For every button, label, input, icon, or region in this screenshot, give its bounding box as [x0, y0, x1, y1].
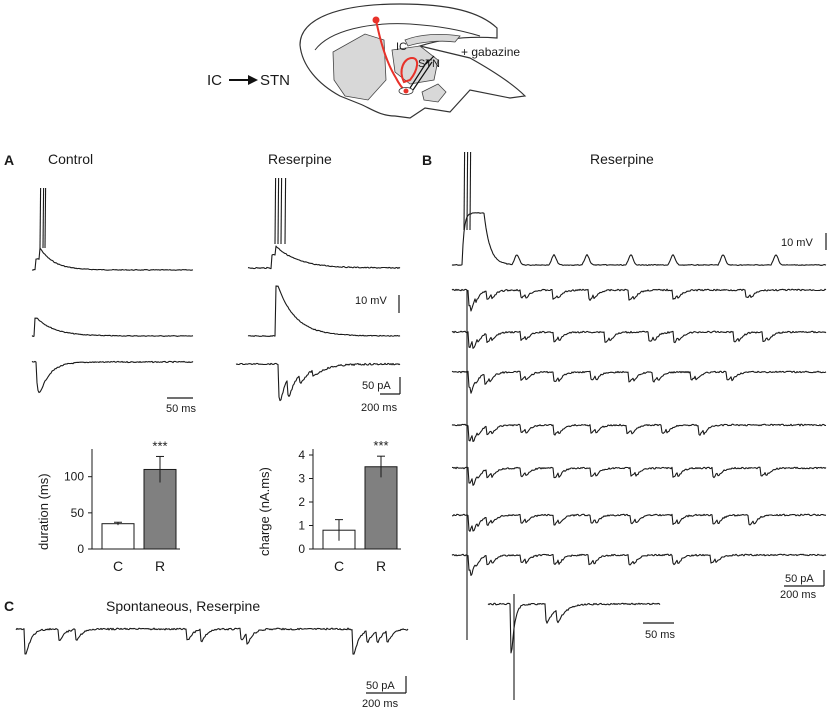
- a-reserpine-spike: [284, 177, 287, 245]
- pathway-source: IC: [207, 72, 222, 89]
- panel-a-reserpine-traces: [235, 177, 401, 402]
- a-control-spike: [42, 187, 45, 249]
- duration-category-label: R: [155, 558, 165, 574]
- duration-bar-C: [101, 523, 135, 550]
- tissue-corpus: [404, 33, 461, 47]
- panel-b-scalebars: 10 mV 50 pA 200 ms 50 ms: [643, 233, 827, 641]
- b-voltage-label: 10 mV: [781, 237, 813, 249]
- b-spike: [469, 151, 472, 231]
- b-inset-time-label: 50 ms: [645, 629, 675, 641]
- b-voltage-trace: [451, 212, 827, 266]
- panel-a-scalebars: 50 ms 10 mV 50 pA 200 ms: [166, 295, 401, 415]
- a-reserpine-time-label: 200 ms: [361, 402, 398, 414]
- tissue-small: [421, 83, 447, 103]
- ic-axon-loop: [400, 56, 418, 84]
- a-control-time-label: 50 ms: [166, 403, 196, 415]
- charge-bar-R: [364, 466, 398, 550]
- panel-c-trace: [15, 627, 409, 655]
- brain-schematic: IC STN + gabazine: [299, 3, 527, 119]
- duration-ytick-label: 50: [71, 506, 85, 520]
- duration-ytick-label: 100: [64, 470, 84, 484]
- a-control-spike: [44, 187, 47, 249]
- b-current-trace-4: [451, 423, 827, 443]
- tissue-large: [332, 33, 387, 101]
- panel-b-letter: B: [422, 152, 432, 168]
- charge-bar-chart: charge (nA.ms) 0 1 2 3 4C R ***: [257, 438, 401, 574]
- a-reserpine-spike: [274, 177, 277, 245]
- panel-c-title: Spontaneous, Reserpine: [106, 598, 260, 614]
- charge-ytick-label: 1: [298, 519, 305, 533]
- c-spontaneous-trace: [15, 627, 409, 655]
- a-control-epsp-trace: [31, 317, 194, 337]
- charge-ytick-label: 0: [298, 542, 305, 556]
- panel-a-letter: A: [4, 152, 14, 168]
- a-reserpine-current-trace: [235, 362, 401, 402]
- a-reserpine-spike: [277, 177, 280, 245]
- b-spike: [463, 151, 466, 231]
- panel-a-control-traces: [31, 187, 194, 394]
- duration-ytick-label: 0: [77, 542, 84, 556]
- schematic-drug-label: + gabazine: [461, 45, 520, 59]
- duration-significance: ***: [152, 438, 167, 453]
- b-current-trace-6: [451, 513, 827, 532]
- pathway-target: STN: [260, 72, 290, 89]
- panel-c-scalebars: 50 pA 200 ms: [362, 676, 407, 710]
- panel-a-control-title: Control: [48, 151, 93, 167]
- b-inset-trace: [487, 602, 661, 654]
- b-current-trace-2: [451, 330, 827, 349]
- b-current-trace-1: [451, 288, 827, 312]
- pathway-arrow-head: [248, 75, 258, 85]
- a-control-current-trace: [31, 360, 194, 394]
- charge-ytick-label: 2: [298, 495, 305, 509]
- a-current-label: 50 pA: [362, 380, 391, 392]
- b-current-trace-3: [451, 370, 827, 394]
- duration-bar-R: [143, 468, 177, 550]
- a-reserpine-spike: [280, 177, 283, 245]
- b-current-label: 50 pA: [785, 573, 814, 585]
- c-current-label: 50 pA: [366, 680, 395, 692]
- charge-ylabel: charge (nA.ms): [257, 467, 272, 556]
- schematic-label-stn: STN: [418, 58, 440, 70]
- recording-pipette: [409, 55, 435, 91]
- charge-category-label: C: [334, 558, 344, 574]
- duration-ylabel: duration (ms): [36, 473, 51, 550]
- a-reserpine-epsp-trace: [247, 285, 401, 338]
- a-control-voltage-trace: [31, 247, 194, 271]
- a-voltage-label: 10 mV: [355, 295, 387, 307]
- cortex-fold: [314, 23, 481, 51]
- tissue-thalamus: [391, 45, 439, 85]
- b-spike: [466, 151, 469, 231]
- panel-a-reserpine-title: Reserpine: [268, 151, 332, 167]
- b-time-label: 200 ms: [780, 589, 817, 601]
- a-control-spike: [39, 187, 42, 249]
- panel-c-letter: C: [4, 598, 14, 614]
- duration-category-label: C: [113, 558, 123, 574]
- pathway-label: IC STN: [207, 72, 290, 89]
- b-current-trace-5: [451, 466, 827, 486]
- schematic-label-ic: IC: [396, 41, 407, 53]
- charge-significance: ***: [373, 438, 388, 453]
- ic-soma: [372, 16, 380, 24]
- c-time-label: 200 ms: [362, 698, 399, 710]
- panel-b-traces: [451, 151, 827, 700]
- charge-ytick-label: 4: [298, 448, 305, 462]
- panel-b-title: Reserpine: [590, 151, 654, 167]
- stn-target-dot: [403, 88, 409, 94]
- a-reserpine-voltage-trace: [247, 245, 401, 270]
- charge-ytick-label: 3: [298, 472, 305, 486]
- charge-category-label: R: [376, 558, 386, 574]
- b-current-trace-7: [451, 553, 827, 577]
